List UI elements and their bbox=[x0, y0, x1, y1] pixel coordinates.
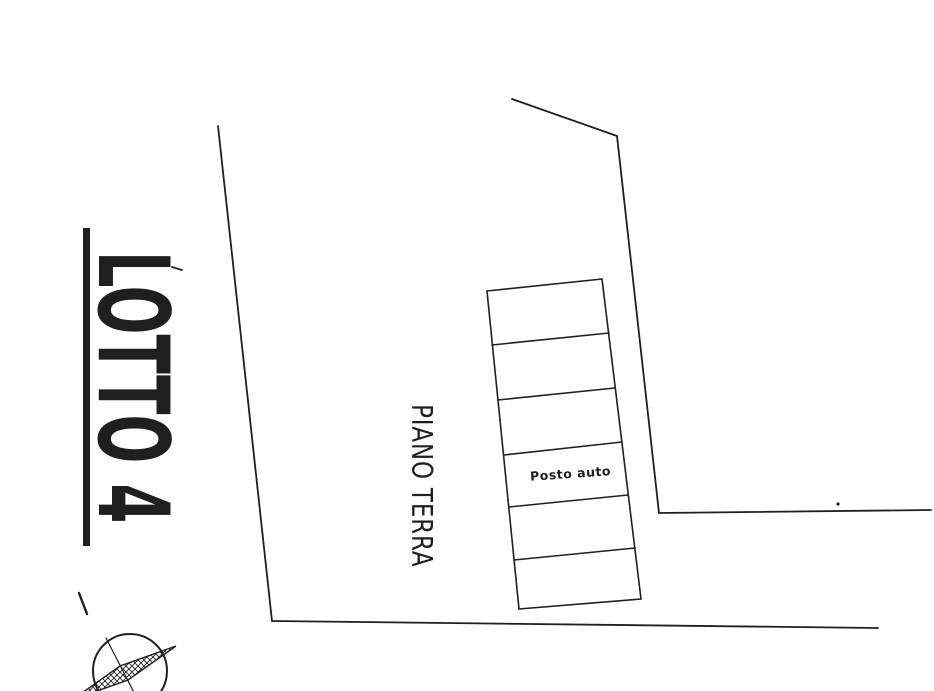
right-boundary-line bbox=[616, 135, 660, 514]
bottom-boundary-line bbox=[271, 620, 879, 629]
parking-stall-divider bbox=[503, 441, 623, 456]
lot-title-text: LOTTO 4 bbox=[75, 250, 190, 524]
parking-stall-divider bbox=[491, 332, 610, 346]
top-edge-line bbox=[511, 98, 618, 137]
parking-stall-left-edge bbox=[486, 290, 520, 610]
stray-dash-mark bbox=[171, 266, 183, 271]
parking-stall-divider bbox=[513, 547, 636, 561]
tick-mark bbox=[77, 591, 89, 616]
parking-stall-divider bbox=[497, 387, 616, 401]
left-boundary-line bbox=[217, 125, 273, 622]
parking-stall-divider bbox=[486, 278, 603, 292]
floor-label: PIANO TERRA bbox=[402, 397, 440, 575]
parking-stall-divider bbox=[518, 598, 642, 610]
survey-dot bbox=[836, 502, 840, 506]
north-compass-icon bbox=[77, 591, 177, 691]
right-setback-line bbox=[658, 509, 932, 514]
lot-title: LOTTO 4 bbox=[75, 228, 190, 546]
parking-stall-divider bbox=[508, 494, 629, 508]
floor-label-text: PIANO TERRA bbox=[404, 404, 438, 568]
compass-needle bbox=[83, 645, 177, 691]
compass-circle bbox=[92, 633, 168, 691]
parking-stalls bbox=[486, 278, 642, 610]
plot-boundary bbox=[217, 98, 932, 629]
